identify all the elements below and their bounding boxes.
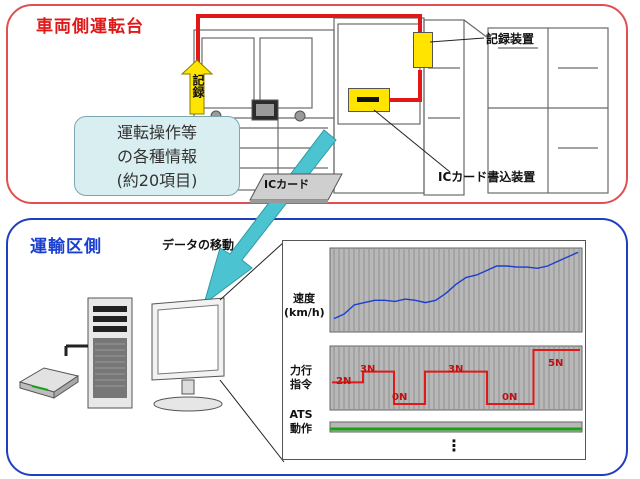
power-label-line2: 指令 — [290, 378, 312, 391]
data-transfer-label: データの移動 — [162, 238, 235, 252]
speed-panel — [329, 247, 583, 333]
speed-label-line2: (km/h) — [284, 306, 325, 319]
notch-label: 3N — [448, 364, 464, 375]
depot-side-title: 運輸区側 — [30, 237, 102, 257]
vehicle-cab-title: 車両側運転台 — [36, 17, 144, 37]
notch-label: 0N — [392, 392, 408, 403]
notch-label: 3N — [360, 364, 376, 375]
recorder-device — [413, 32, 433, 68]
power-label: 力行 指令 — [284, 364, 318, 392]
notch-label: 5N — [548, 358, 564, 369]
recorder-label: 記録装置 — [486, 32, 535, 46]
zoom-lines — [219, 241, 285, 463]
monitor — [151, 297, 225, 412]
record-arrow — [180, 59, 214, 115]
speed-label: 速度 (km/h) — [284, 292, 325, 320]
writer-label: ICカード書込装置 — [438, 170, 536, 184]
notch-label: 2N — [336, 376, 352, 387]
driver-cab-illustration — [193, 14, 609, 196]
operation-info-callout: 運転操作等 の各種情報 (約20項目) — [74, 116, 240, 196]
ic-card — [249, 173, 343, 203]
driving-record-chart-svg — [329, 247, 583, 433]
more-rows-ellipsis: ⋮ — [446, 436, 462, 455]
computer-tower — [87, 297, 133, 409]
power-panel — [329, 345, 583, 411]
recorder-leader-line — [430, 37, 485, 43]
info-line-3: (約20項目) — [116, 171, 198, 190]
speed-label-line1: 速度 — [293, 292, 315, 305]
record-arrow-label: 記録 — [191, 74, 205, 98]
info-line-1: 運転操作等 — [116, 123, 197, 142]
ats-label-line1: ATS — [289, 408, 313, 421]
power-series-line — [332, 349, 580, 405]
writer-leader-line — [373, 109, 451, 173]
ic-card-label: ICカード — [264, 178, 310, 191]
ats-label: ATS 動作 — [284, 408, 318, 436]
ats-panel — [329, 421, 583, 433]
ic-card-writer-device — [348, 88, 390, 112]
ats-label-line2: 動作 — [290, 422, 312, 435]
speed-series-line — [333, 251, 579, 320]
power-label-line1: 力行 — [290, 364, 312, 377]
notch-label: 0N — [502, 392, 518, 403]
card-reader-device — [18, 344, 88, 399]
info-line-2: の各種情報 — [116, 147, 197, 166]
